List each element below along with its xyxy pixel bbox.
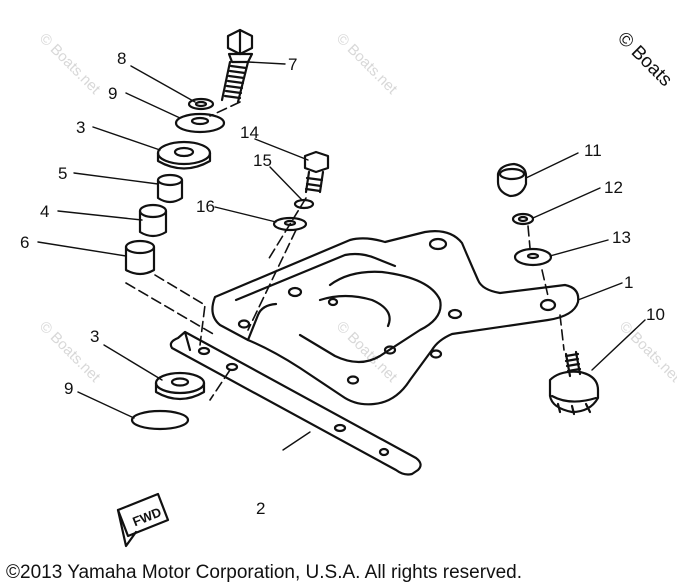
bolt-7 xyxy=(220,28,254,104)
part-label-10: 10 xyxy=(646,305,665,324)
part-label-15: 15 xyxy=(253,151,272,170)
part-label-16: 16 xyxy=(196,197,215,216)
part-label-9: 9 xyxy=(108,84,117,103)
part-label-6: 6 xyxy=(20,233,29,252)
part-label-14: 14 xyxy=(240,123,259,142)
rail-plate xyxy=(169,330,422,476)
copyright-notice: ©2013 Yamaha Motor Corporation, U.S.A. A… xyxy=(6,562,522,583)
diagram-drawing: 7 8 9 3 5 4 6 3 9 2 14 15 16 11 12 13 1 … xyxy=(20,28,665,548)
part-label-1: 1 xyxy=(624,273,633,292)
part-label-9-lower: 9 xyxy=(64,379,73,398)
fwd-label: FWD xyxy=(130,504,163,529)
part-label-4: 4 xyxy=(40,202,49,221)
fwd-arrow xyxy=(116,492,170,548)
part-label-13: 13 xyxy=(612,228,631,247)
part-label-5: 5 xyxy=(58,164,67,183)
part-label-2: 2 xyxy=(256,499,265,518)
part-label-3: 3 xyxy=(76,118,85,137)
part-label-12: 12 xyxy=(604,178,623,197)
part-label-11: 11 xyxy=(584,141,602,160)
part-label-7: 7 xyxy=(288,55,297,74)
part-label-8: 8 xyxy=(117,49,126,68)
part-label-3-lower: 3 xyxy=(90,327,99,346)
mounting-bracket xyxy=(211,230,580,406)
